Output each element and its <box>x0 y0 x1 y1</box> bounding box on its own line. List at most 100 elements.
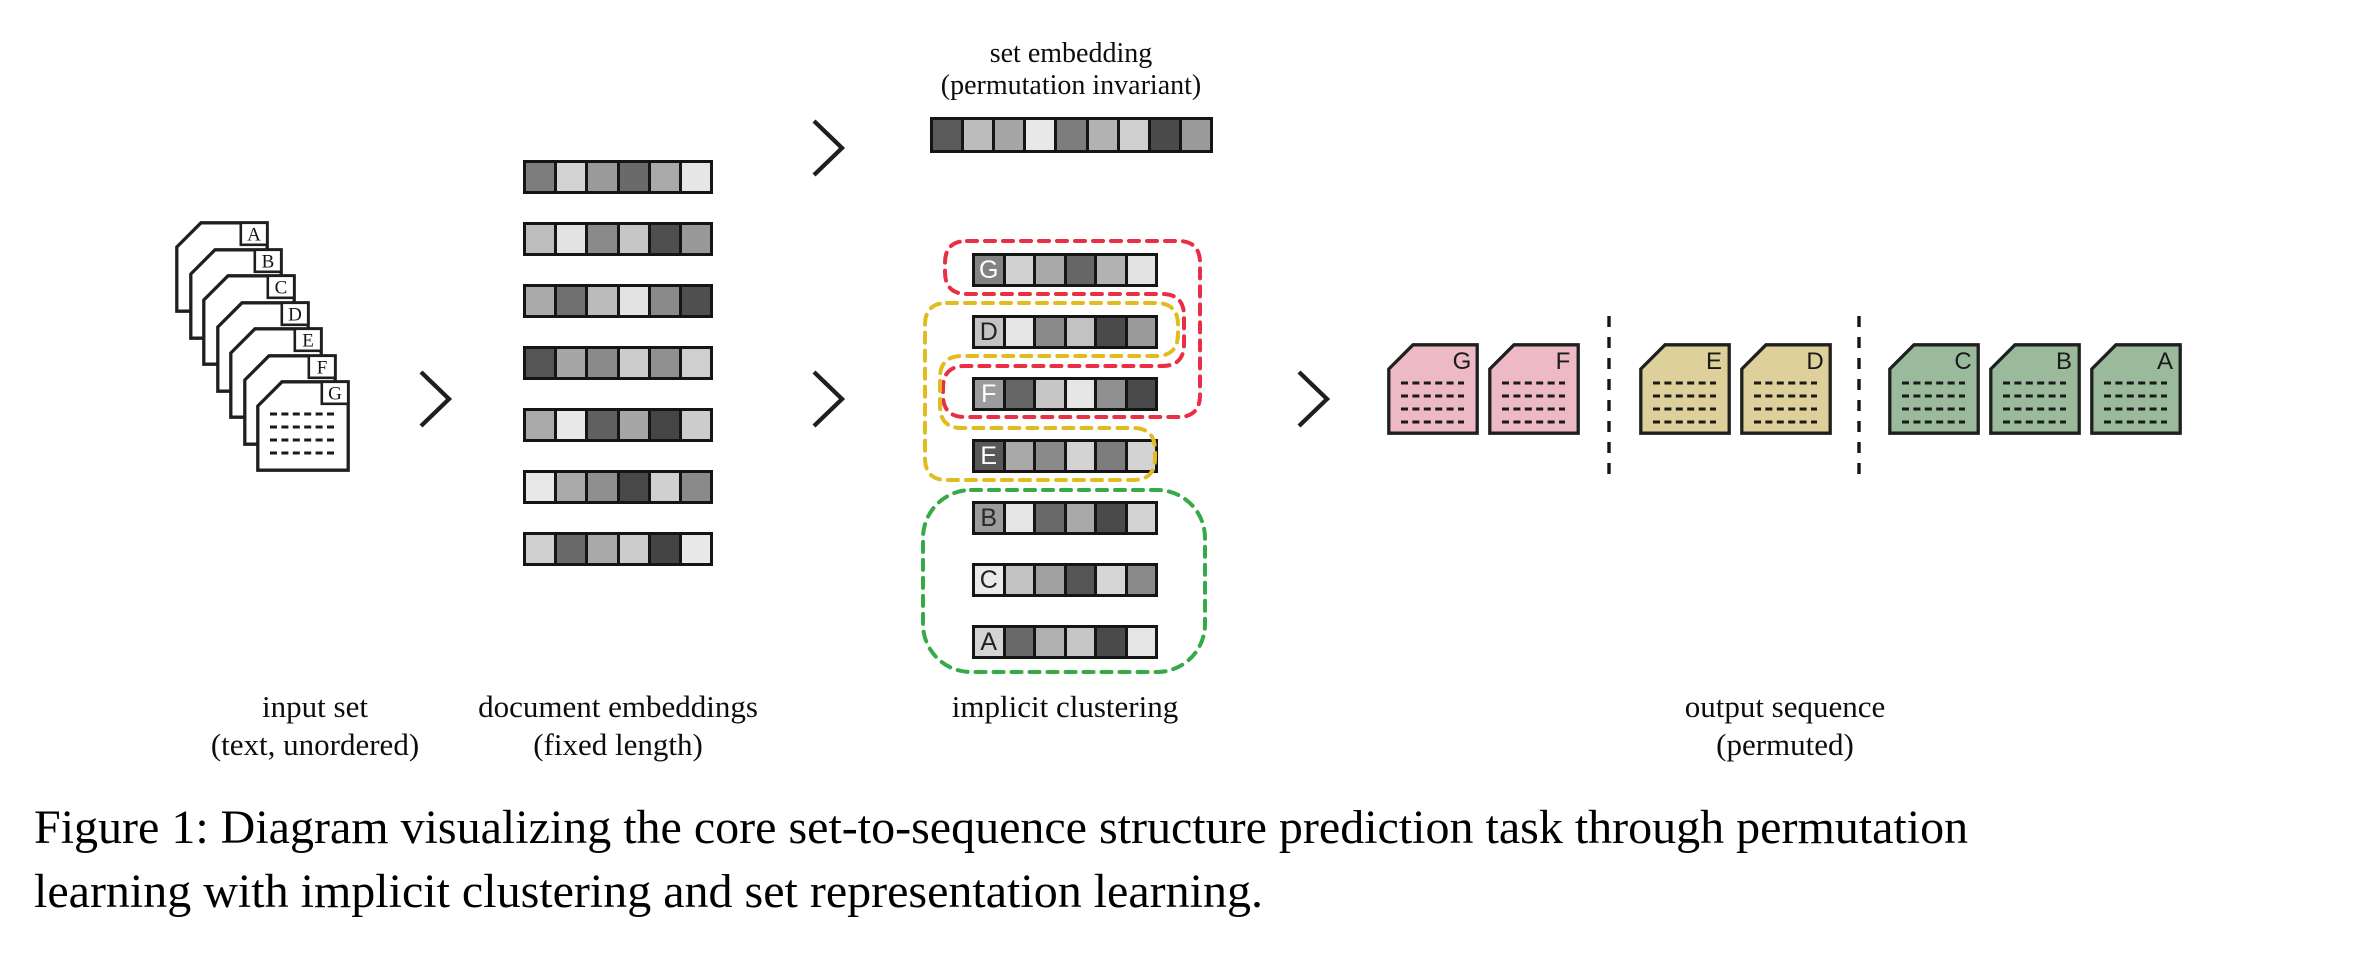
label-document-embeddings-line2: (fixed length) <box>533 727 703 762</box>
document-embedding-row-7 <box>523 532 713 566</box>
cluster-row-G: G <box>972 253 1158 287</box>
embedding-cell <box>619 225 648 253</box>
embedding-cell <box>1127 256 1155 284</box>
label-input-set-line1: input set <box>262 689 368 724</box>
cluster-row-C: C <box>972 563 1158 597</box>
set-embedding-label-line1: set embedding <box>989 38 1153 69</box>
set-embedding-label-line2: (permutation invariant) <box>940 70 1202 101</box>
flow-chevron-2-icon <box>812 119 846 177</box>
embedding-cell <box>526 225 555 253</box>
embedding-cell <box>557 349 586 377</box>
embedding-cell <box>619 473 648 501</box>
embedding-cell <box>588 535 617 563</box>
embedding-cell <box>588 411 617 439</box>
embedding-cell <box>588 473 617 501</box>
output-doc-D: D <box>1740 343 1832 435</box>
doc-letter: D <box>288 304 302 325</box>
embedding-cell <box>619 287 648 315</box>
embedding-cell <box>1127 380 1155 408</box>
embedding-cell <box>1066 256 1094 284</box>
doc-letter: G <box>328 384 342 405</box>
embedding-cell <box>557 535 586 563</box>
embedding-cell <box>650 225 679 253</box>
embedding-cell <box>1036 504 1064 532</box>
embedding-cell <box>1005 318 1033 346</box>
embedding-cell <box>650 411 679 439</box>
embedding-cell <box>1066 442 1094 470</box>
label-document-embeddings-line1: document embeddings <box>478 689 758 724</box>
embedding-cell <box>1119 120 1148 150</box>
embedding-cell <box>1005 256 1033 284</box>
output-doc-E: E <box>1639 343 1731 435</box>
embedding-cell <box>1150 120 1179 150</box>
doc-letter: F <box>1556 348 1571 375</box>
cluster-letter-cell: B <box>975 504 1003 532</box>
embedding-cell <box>681 225 711 253</box>
label-output-sequence-line2: (permuted) <box>1716 727 1854 762</box>
document-embedding-row-6 <box>523 470 713 504</box>
doc-letter: A <box>247 225 261 246</box>
cluster-letter-cell: D <box>975 318 1003 346</box>
embedding-cell <box>1026 120 1055 150</box>
doc-letter: B <box>261 251 274 272</box>
document-embedding-row-1 <box>523 160 713 194</box>
embedding-cell <box>1097 442 1125 470</box>
label-input-set-line2: (text, unordered) <box>210 727 420 762</box>
doc-letter: E <box>1706 348 1722 375</box>
embedding-cell <box>1036 442 1064 470</box>
embedding-cell <box>681 535 711 563</box>
embedding-cell <box>526 163 555 191</box>
output-doc-F: F <box>1488 343 1580 435</box>
embedding-cell <box>1066 566 1094 594</box>
embedding-cell <box>1097 504 1125 532</box>
figure-caption-line1: Figure 1: Diagram visualizing the core s… <box>34 801 1969 854</box>
embedding-cell <box>619 411 648 439</box>
embedding-cell <box>1066 380 1094 408</box>
embedding-cell <box>1127 504 1155 532</box>
doc-letter: E <box>302 331 314 352</box>
doc-letter: F <box>316 357 327 378</box>
embedding-cell <box>557 163 586 191</box>
embedding-cell <box>650 473 679 501</box>
output-doc-A: A <box>2090 343 2182 435</box>
figure-caption-line2: learning with implicit clustering and se… <box>34 865 1263 918</box>
cluster-letter-cell: C <box>975 566 1003 594</box>
embedding-cell <box>1036 566 1064 594</box>
embedding-cell <box>681 473 711 501</box>
embedding-cell <box>588 225 617 253</box>
embedding-cell <box>1127 628 1155 656</box>
document-embedding-row-3 <box>523 284 713 318</box>
embedding-cell <box>1097 318 1125 346</box>
label-implicit-clustering: implicit clustering <box>855 688 1275 726</box>
embedding-cell <box>1097 256 1125 284</box>
embedding-cell <box>1036 380 1064 408</box>
figure-caption: Figure 1: Diagram visualizing the core s… <box>34 796 1968 924</box>
embedding-cell <box>650 349 679 377</box>
embedding-cell <box>588 287 617 315</box>
cluster-letter-cell: G <box>975 256 1003 284</box>
embedding-cell <box>681 411 711 439</box>
cluster-row-B: B <box>972 501 1158 535</box>
embedding-cell <box>526 535 555 563</box>
embedding-cell <box>1036 628 1064 656</box>
embedding-cell <box>1066 504 1094 532</box>
input-doc-G: G <box>256 380 350 472</box>
embedding-cell <box>619 163 648 191</box>
embedding-cell <box>681 163 711 191</box>
embedding-cell <box>1127 566 1155 594</box>
doc-letter: D <box>1806 348 1823 375</box>
embedding-cell <box>1127 318 1155 346</box>
label-input-set: input set (text, unordered) <box>105 688 525 764</box>
embedding-cell <box>526 473 555 501</box>
embedding-cell <box>588 163 617 191</box>
label-output-sequence: output sequence (permuted) <box>1575 688 1995 764</box>
label-document-embeddings: document embeddings (fixed length) <box>408 688 828 764</box>
embedding-cell <box>1005 442 1033 470</box>
cluster-letter-cell: E <box>975 442 1003 470</box>
document-embedding-row-2 <box>523 222 713 256</box>
embedding-cell <box>557 411 586 439</box>
cluster-row-D: D <box>972 315 1158 349</box>
embedding-cell <box>1097 628 1125 656</box>
output-doc-G: G <box>1387 343 1479 435</box>
